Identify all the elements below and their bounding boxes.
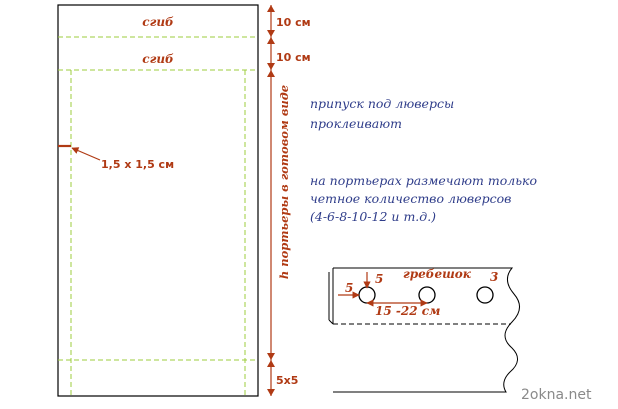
note-line-4: четное количество люверсов [310,191,511,206]
dim-label-top-1: 10 см [276,16,311,29]
dim-label-bottom: 5х5 [276,374,298,387]
grommet-hole-3 [476,286,494,304]
grommet-hole-1 [358,286,376,304]
dim-label-detail-top: 5 [375,272,383,286]
curtain-panel-outline [57,4,259,397]
hole-size-leader [71,147,101,161]
dim-label-detail-left: 5 [345,281,353,295]
spacing-label: 15 -22 см [375,304,440,318]
note-line-3: на портьерах размечают только [310,173,537,188]
note-line-1: припуск под люверсы [310,96,454,111]
height-label: h портьеры в готовом виде [277,85,291,279]
note-line-5: (4-6-8-10-12 и т.д.) [310,209,436,224]
grommet-detail: 5 5 3 гребешок 15 -22 см [328,267,520,393]
comb-label: гребешок [403,267,472,281]
dim-label-detail-right: 3 [490,270,498,284]
note-line-2: проклеивают [310,116,402,131]
fold-label-1: сгиб [142,15,174,29]
detail-fold-corner [328,319,334,325]
grommet-hole-2 [418,286,436,304]
dim-label-top-2: 10 см [276,51,311,64]
hole-size-label: 1,5 х 1,5 см [101,158,174,171]
watermark: 2okna.net [521,387,592,403]
detail-fabric-outline [333,267,520,393]
fold-label-2: сгиб [142,52,174,66]
